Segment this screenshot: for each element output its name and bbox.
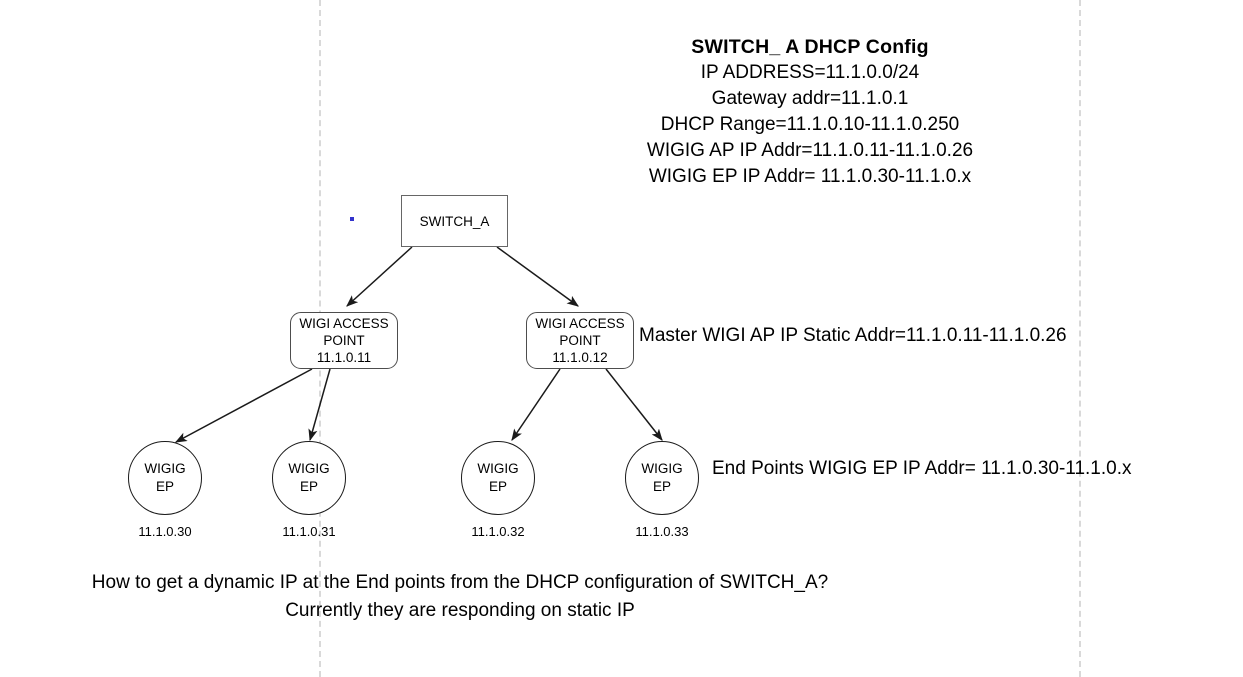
node-access-point-2-ip: 11.1.0.12 — [552, 350, 608, 365]
node-switch-a-label: SWITCH_A — [419, 213, 490, 229]
node-endpoint-3-line1: WIGIG — [477, 461, 519, 476]
edge-ap2-to-ep4 — [605, 368, 663, 441]
node-endpoint-1-line1: WIGIG — [144, 461, 186, 476]
node-endpoint-4[interactable]: WIGIG EP — [625, 441, 699, 515]
question-line-1: How to get a dynamic IP at the End point… — [91, 572, 829, 593]
node-endpoint-3-line2: EP — [488, 479, 507, 494]
node-access-point-2[interactable]: WIGI ACCESS POINT 11.1.0.12 — [526, 312, 634, 369]
node-access-point-1[interactable]: WIGI ACCESS POINT 11.1.0.11 — [290, 312, 398, 369]
question-block: How to get a dynamic IP at the End point… — [20, 569, 900, 625]
node-access-point-2-line1: WIGI ACCESS — [535, 316, 625, 331]
node-endpoint-4-line1: WIGIG — [641, 461, 683, 476]
node-endpoint-4-line2: EP — [652, 479, 671, 494]
node-access-point-1-line2: POINT — [323, 333, 365, 348]
node-endpoint-2[interactable]: WIGIG EP — [272, 441, 346, 515]
question-line-2: Currently they are responding on static … — [285, 600, 635, 621]
node-endpoint-1-line2: EP — [155, 479, 174, 494]
node-endpoint-3[interactable]: WIGIG EP — [461, 441, 535, 515]
dhcp-config-line-4: WIGIG AP IP Addr=11.1.0.11-11.1.0.26 — [646, 140, 974, 161]
node-switch-a[interactable]: SWITCH_A — [401, 195, 508, 247]
edge-switch-to-ap2 — [496, 246, 579, 307]
annotation-endpoint: End Points WIGIG EP IP Addr= 11.1.0.30-1… — [712, 458, 1132, 479]
dhcp-config-line-5: WIGIG EP IP Addr= 11.1.0.30-11.1.0.x — [648, 166, 972, 187]
dhcp-config-block: SWITCH_ A DHCP Config IP ADDRESS=11.1.0.… — [560, 34, 1060, 190]
node-access-point-2-line2: POINT — [559, 333, 601, 348]
edge-switch-to-ap1 — [346, 246, 413, 307]
node-endpoint-3-ip-label: 11.1.0.32 — [471, 524, 525, 539]
page-guide-line-right — [1079, 0, 1081, 677]
annotation-access-point: Master WIGI AP IP Static Addr=11.1.0.11-… — [639, 325, 1067, 346]
node-endpoint-2-line1: WIGIG — [288, 461, 330, 476]
point-marker — [350, 217, 354, 221]
dhcp-config-title: SWITCH_ A DHCP Config — [691, 36, 929, 58]
dhcp-config-line-3: DHCP Range=11.1.0.10-11.1.0.250 — [660, 114, 960, 135]
dhcp-config-line-2: Gateway addr=11.1.0.1 — [711, 88, 909, 109]
node-endpoint-2-line2: EP — [299, 479, 318, 494]
node-access-point-1-line1: WIGI ACCESS — [299, 316, 389, 331]
node-endpoint-1-ip-label: 11.1.0.30 — [138, 524, 192, 539]
edge-ap2-to-ep3 — [511, 368, 561, 441]
node-endpoint-2-ip-label: 11.1.0.31 — [282, 524, 336, 539]
edge-ap1-to-ep1 — [174, 368, 313, 443]
dhcp-config-line-1: IP ADDRESS=11.1.0.0/24 — [700, 62, 920, 83]
node-endpoint-1[interactable]: WIGIG EP — [128, 441, 202, 515]
node-access-point-1-ip: 11.1.0.11 — [316, 350, 372, 365]
node-endpoint-4-ip-label: 11.1.0.33 — [635, 524, 689, 539]
